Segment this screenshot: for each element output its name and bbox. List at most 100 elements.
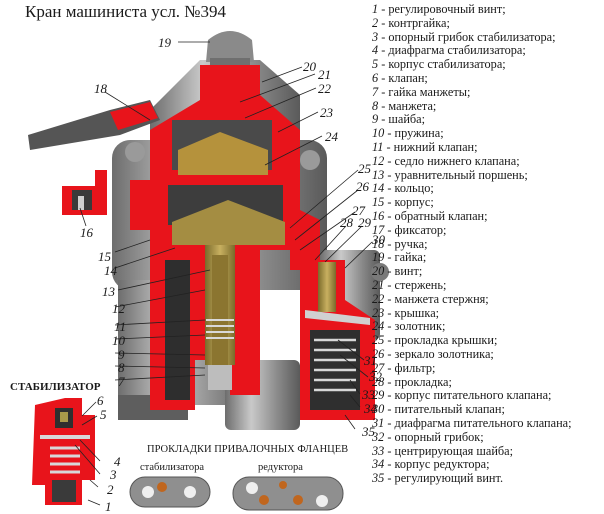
cutaway-section [28, 65, 320, 410]
legend-item-text: нижний клапан; [393, 139, 478, 154]
legend-item: 31 - диафрагма питательного клапана; [372, 415, 604, 431]
legend-item-text: регулировочный винт; [388, 2, 506, 16]
legend-item-text: уравнительный поршень; [394, 167, 528, 182]
legend-item: 1 - регулировочный винт; [372, 2, 604, 17]
check-valve-detail [62, 170, 107, 215]
callout-27: 27 [352, 203, 365, 218]
callout-35: 35 [362, 424, 375, 439]
callout-20: 20 [303, 59, 316, 74]
legend-item-text: стержень; [394, 277, 447, 292]
legend-separator: - [384, 471, 395, 486]
legend-item: 8 - манжета; [372, 98, 604, 114]
legend-item-number: 5 [372, 57, 379, 72]
legend-item: 21 - стержень; [372, 277, 604, 293]
legend-item-number: 30 [372, 402, 385, 417]
legend-item: 9 - шайба; [372, 112, 604, 127]
callout-12: 12 [112, 301, 125, 316]
legend-item: 15 - корпус; [372, 195, 604, 210]
legend-item-text: питательный клапан; [394, 402, 505, 417]
legend-item-number: 22 [372, 291, 385, 306]
legend-item-text: крышка; [394, 305, 440, 320]
legend-item: 11 - нижний клапан; [372, 139, 604, 155]
legend-item: 19 - гайка; [372, 250, 604, 265]
legend-item: 6 - клапан; [372, 71, 604, 86]
legend-separator: - [384, 415, 395, 430]
legend-item-number: 21 [372, 277, 385, 292]
legend-item: 33 - центрирующая шайба; [372, 444, 604, 459]
legend-separator: - [378, 29, 389, 44]
callout-8: 8 [118, 360, 125, 375]
callout-25: 25 [358, 161, 371, 176]
legend-item-text: гайка манжеты; [388, 84, 471, 99]
legend-item-number: 13 [372, 167, 385, 182]
legend-separator: - [384, 291, 395, 306]
callout-7: 7 [118, 374, 125, 389]
legend-item-number: 23 [372, 305, 385, 320]
legend-item: 28 - прокладка; [372, 374, 604, 390]
legend-item-text: опорный грибок стабилизатора; [388, 29, 556, 44]
legend-item-text: диафрагма стабилизатора; [388, 43, 526, 58]
callout-22: 22 [318, 81, 331, 96]
legend-separator: - [378, 43, 389, 58]
legend-item-text: шайба; [388, 112, 426, 127]
diagram-title: Кран машиниста усл. №394 [25, 2, 227, 21]
legend-separator: - [384, 208, 395, 223]
legend-item: 22 - манжета стержня; [372, 291, 604, 307]
legend-item: 34 - корпус редуктора; [372, 457, 604, 472]
legend-separator: - [378, 57, 389, 72]
callout-28: 28 [340, 215, 353, 230]
callout-34: 34 [364, 401, 377, 416]
legend-item-text: контргайка; [388, 15, 450, 30]
legend-separator: - [378, 98, 389, 113]
legend-item: 12 - седло нижнего клапана; [372, 154, 604, 169]
legend-item-text: корпус питательного клапана; [394, 388, 552, 403]
legend-separator: - [384, 167, 395, 182]
legend-item-text: пружина; [394, 126, 444, 141]
legend-item: 10 - пружина; [372, 126, 604, 141]
legend-separator: - [384, 333, 395, 348]
callout-21: 21 [318, 67, 331, 82]
legend-item: 27 - фильтр; [372, 360, 604, 376]
legend-separator: - [384, 181, 395, 196]
legend-separator: - [384, 305, 395, 320]
legend-item: 29 - корпус питательного клапана; [372, 388, 604, 403]
legend-item-number: 27 [372, 360, 385, 375]
legend-separator: - [384, 346, 395, 361]
callout-32: 32 [369, 369, 382, 384]
legend-item-number: 14 [372, 181, 385, 196]
callout-4: 4 [114, 454, 121, 469]
legend-separator: - [384, 429, 395, 444]
legend-item-number: 10 [372, 126, 385, 141]
legend-item: 25 - прокладка крышки; [372, 333, 604, 348]
legend-separator: - [383, 139, 394, 154]
legend-item-number: 7 [372, 84, 379, 99]
callout-24: 24 [325, 129, 338, 144]
stabilizer-gasket-label: стабилизатора [140, 462, 205, 473]
legend-separator: - [384, 319, 395, 334]
reducer-gasket [232, 476, 344, 511]
legend-item-number: 2 [372, 15, 379, 30]
legend-item-number: 28 [372, 374, 385, 389]
callout-1: 1 [105, 499, 112, 514]
callout-9: 9 [118, 347, 125, 362]
legend-item-text: фильтр; [394, 360, 436, 375]
legend-item-number: 20 [372, 264, 385, 279]
callout-2: 2 [107, 482, 114, 497]
legend-item-text: корпус редуктора; [394, 457, 490, 472]
legend-item-text: ручка; [394, 236, 428, 251]
legend-item-number: 31 [372, 415, 385, 430]
legend-item: 32 - опорный грибок; [372, 429, 604, 445]
legend-item: 13 - уравнительный поршень; [372, 167, 604, 183]
legend-separator: - [384, 126, 395, 141]
legend-item-number: 29 [372, 388, 385, 403]
legend-item-text: винт; [394, 264, 423, 279]
legend-item: 18 - ручка; [372, 236, 604, 252]
legend-item-text: манжета стержня; [394, 291, 489, 306]
legend-item-number: 32 [372, 429, 385, 444]
legend-item-number: 1 [372, 2, 379, 16]
legend-item-number: 25 [372, 333, 385, 348]
legend-item-text: корпус; [394, 195, 434, 210]
legend-separator: - [384, 374, 395, 389]
legend-item: 24 - золотник; [372, 319, 604, 334]
legend-item-text: корпус стабилизатора; [388, 57, 506, 72]
